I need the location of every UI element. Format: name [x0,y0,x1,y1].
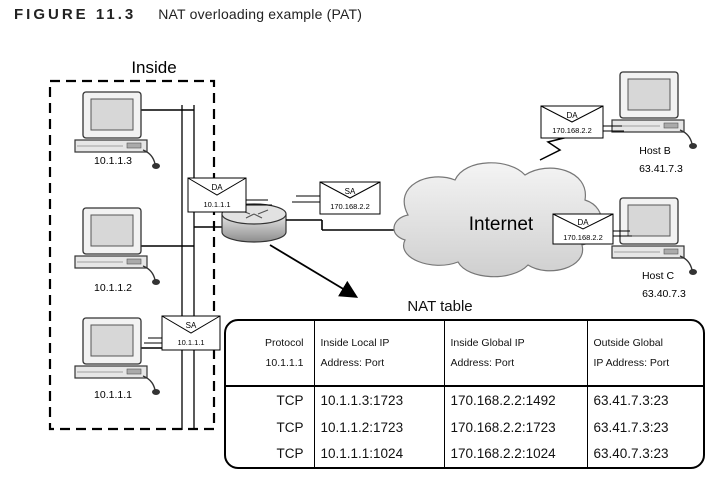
internet-label: Internet [469,214,534,235]
packet-host-c-label: DA [577,218,589,227]
packet-internet-label: SA [345,187,356,196]
nat-cell: 170.168.2.2:1492 [444,386,588,414]
nat-cell: 10.1.1.2:1723 [314,413,445,441]
inside-pc-1-ip: 10.1.1.3 [94,155,132,167]
nat-header-inside-global: Inside Global IP Address: Port [444,321,588,387]
nat-header-outside-global: Outside Global IP Address: Port [587,321,703,387]
nat-cell: 10.1.1.1:1024 [314,440,445,467]
nat-table: Protocol 10.1.1.1 Inside Local IP Addres… [224,319,705,469]
nat-table-title: NAT table [407,298,473,315]
nat-cell: 10.1.1.3:1723 [314,386,445,414]
packet-to-internet-sa: SA 170.168.2.2 [292,181,381,215]
figure-title: NAT overloading example (PAT) [158,6,363,22]
packet-host-b-addr: 170.168.2.2 [552,126,592,135]
inside-pc-2-ip: 10.1.1.2 [94,282,132,294]
host-b-name: Host B [639,145,671,157]
packet-inside-label: SA [186,321,197,330]
packet-inside-addr: 10.1.1.1 [177,338,204,347]
packet-internet-addr: 170.168.2.2 [330,202,370,211]
packet-host-c-addr: 170.168.2.2 [563,233,603,242]
nat-cell: 63.41.7.3:23 [593,392,669,408]
nat-cell: 170.168.2.2:1024 [444,440,588,467]
nat-cell: 170.168.2.2:1723 [444,413,588,441]
inside-pc-3-icon [74,317,161,396]
host-c-name: Host C [642,270,675,282]
nat-cell: TCP [226,440,315,467]
table-row: TCP 10.1.1.3:1723 170.168.2.2:1492 63.41… [226,386,703,414]
packet-router-da: DA 10.1.1.1 [187,177,272,213]
nat-header-inside-local: Inside Local IP Address: Port [314,321,445,387]
table-row: TCP 10.1.1.1:1024 170.168.2.2:1024 63.40… [226,440,703,467]
nat-cell: TCP [226,386,315,414]
host-b-ip: 63.41.7.3 [639,163,683,175]
packet-router-addr: 10.1.1.1 [203,200,230,209]
packet-inside-sa: SA 10.1.1.1 [144,315,221,351]
nat-cell: 63.40.7.3:23 [593,446,669,462]
nat-cell: 63.41.7.3:23 [593,419,669,435]
packet-host-b-da: DA 170.168.2.2 [540,105,624,139]
packet-host-b-label: DA [566,111,578,120]
inside-label: Inside [131,58,176,77]
figure-number: FIGURE 11.3 [14,6,137,23]
nat-table-arrow [269,244,359,298]
inside-boundary [48,79,216,431]
nat-header-protocol: Protocol 10.1.1.1 [226,321,315,387]
host-c-ip: 63.40.7.3 [642,288,686,300]
figure-header: FIGURE 11.3 NAT overloading example (PAT… [14,6,362,28]
table-row: TCP 10.1.1.2:1723 170.168.2.2:1723 63.41… [226,413,703,441]
nat-table-header-row: Protocol 10.1.1.1 Inside Local IP Addres… [226,321,703,387]
inside-pc-3-ip: 10.1.1.1 [94,389,132,401]
nat-cell: TCP [226,413,315,441]
packet-host-c-da: DA 170.168.2.2 [552,213,632,245]
packet-router-label: DA [211,183,223,192]
host-b-icon [611,71,698,150]
